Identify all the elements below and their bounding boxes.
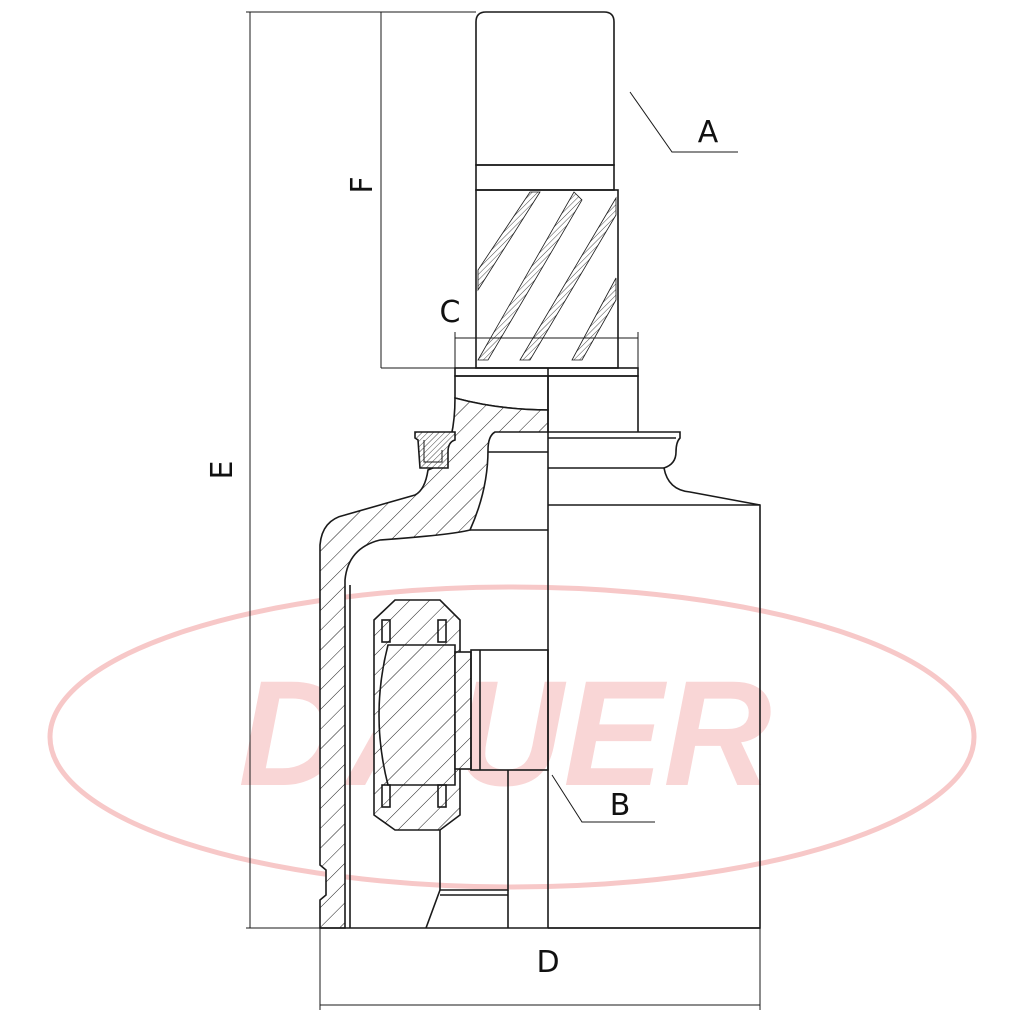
dimension-F: F <box>345 12 455 369</box>
housing-wall-section <box>319 396 549 929</box>
shaft-band <box>475 164 615 191</box>
label-E: E <box>205 461 240 480</box>
leader-B: B <box>551 774 655 823</box>
label-B: B <box>610 788 631 823</box>
dimension-D: D <box>319 928 761 1010</box>
watermark-ellipse <box>47 584 977 890</box>
flange-plate <box>454 367 639 377</box>
label-F: F <box>345 176 380 193</box>
dimension-C: C <box>440 295 639 368</box>
watermark-text: DAUER <box>238 649 771 817</box>
leader-A: A <box>629 91 738 153</box>
helical-stripes <box>477 191 617 361</box>
knurled-spline <box>475 11 615 166</box>
trunnion-bush <box>454 651 472 770</box>
label-C: C <box>440 295 461 330</box>
housing-right-half <box>548 375 761 929</box>
label-D: D <box>536 945 559 980</box>
label-A: A <box>698 115 719 150</box>
tripod-roller <box>373 599 549 929</box>
roller-section <box>373 599 461 831</box>
watermark: DAUER <box>47 584 977 890</box>
housing-section-left <box>319 375 549 929</box>
splined-shaft <box>454 11 639 377</box>
dimension-E: E <box>205 11 476 929</box>
boot-clamp-section <box>414 431 456 469</box>
